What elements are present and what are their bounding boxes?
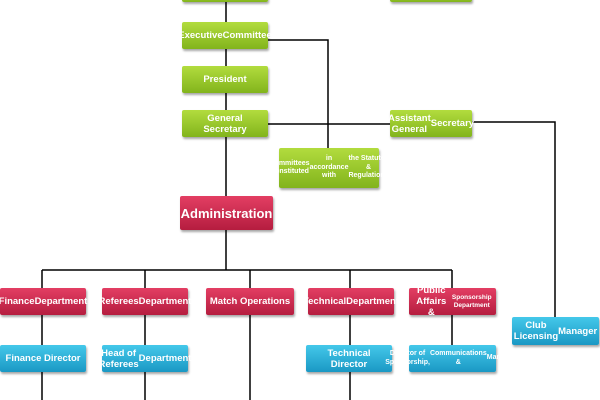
executive-committee-line1: Executive [178, 30, 223, 41]
finance-director-label: Finance Director [5, 353, 81, 364]
exec-to-committees-line [268, 39, 329, 148]
assistant-gs-line1: Assistant General [387, 112, 431, 135]
general-secretary-box: General Secretary [182, 110, 268, 137]
club-licensing-manager-box: Club Licensing Manager [512, 317, 599, 345]
head-of-referees-line2: Department [138, 353, 192, 364]
technical-director-box: Technical Director [306, 345, 392, 372]
president-box: President [182, 66, 268, 93]
club-licensing-line2: Manager [558, 325, 598, 337]
technical-director-label: Technical Director [327, 347, 371, 370]
executive-committee-box: Executive Committee [178, 22, 272, 49]
match-operations-box: Match Operations [206, 288, 294, 315]
head-of-referees-line1: Head of Referees [98, 347, 139, 370]
director-sponsorship-line1: Director of Sponsorship, [385, 350, 430, 366]
president-label: President [203, 74, 247, 85]
assistant-to-licensing-line [472, 121, 556, 318]
finance-director-box: Finance Director [0, 345, 86, 372]
public-affairs-line2: Sponsorship Department [451, 293, 492, 309]
director-sponsorship-line2: Communications & [429, 350, 487, 366]
public-affairs-line1: Public Affairs & [416, 285, 447, 318]
administration-box: Administration [180, 196, 273, 230]
assistant-general-secretary-box: Assistant General Secretary [387, 110, 475, 137]
committees-line2: in accordance with [309, 155, 349, 180]
technical-department-line2: Department [346, 296, 399, 307]
general-secretary-label: General Secretary [203, 112, 247, 135]
club-licensing-line1: Club Licensing [513, 320, 559, 342]
finance-department-line2: Department [34, 296, 88, 307]
cropped-top-box-left [182, 0, 268, 2]
administration-label: Administration [180, 205, 273, 221]
executive-committee-line2: Committee [222, 30, 272, 41]
finance-department-box: Finance Department [0, 288, 88, 315]
finance-department-line1: Finance [0, 296, 35, 307]
referees-department-box: Referees Department [98, 288, 191, 315]
assistant-gs-line2: Secretary [430, 118, 475, 129]
director-sponsorship-box: Director of Sponsorship, Communications … [385, 345, 520, 372]
committees-line3: the Statutes & Regulations [348, 155, 389, 180]
public-affairs-box: Public Affairs & Sponsorship Department [409, 285, 496, 318]
match-operations-label: Match Operations [209, 296, 291, 307]
cropped-top-box-right [390, 0, 472, 2]
director-sponsorship-line3: Marketing [486, 354, 520, 362]
committees-box: Committees Constituted in accordance wit… [269, 148, 389, 188]
referees-department-line1: Referees [98, 296, 139, 307]
head-of-referees-box: Head of Referees Department [98, 345, 191, 372]
referees-department-line2: Department [138, 296, 192, 307]
committees-line1: Committees Constituted [269, 159, 310, 176]
technical-department-box: Technical Department [303, 288, 399, 315]
technical-department-line1: Technical [303, 296, 347, 307]
